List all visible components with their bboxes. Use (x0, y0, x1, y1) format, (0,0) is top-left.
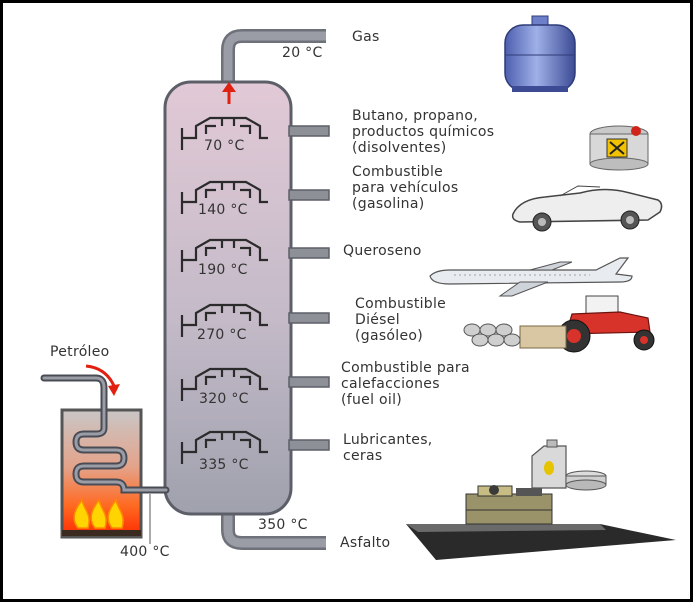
car-icon (511, 185, 663, 232)
bottom-outlet-pipe (221, 500, 326, 550)
gas-cylinder-icon (504, 15, 576, 92)
bubble-cap-tray (180, 367, 268, 401)
feed-coil (40, 374, 170, 494)
product-label-lubricants: Lubricantes, ceras (343, 432, 433, 464)
tray-temp-label: 70 °C (204, 138, 245, 154)
tray-group (180, 116, 268, 464)
top-outlet-pipe (221, 29, 326, 86)
bubble-cap-tray (180, 180, 268, 214)
bubble-cap-tray (180, 116, 268, 150)
feed-arrow-icon (85, 364, 120, 396)
product-label-butane: Butano, propano, productos químicos (dis… (352, 108, 495, 156)
product-label-asphalt: Asfalto (340, 535, 391, 551)
tray-temp-label: 320 °C (199, 391, 249, 407)
solvent-can-icon (589, 125, 649, 171)
tractor-icon (463, 295, 655, 353)
tray-temp-label: 270 °C (197, 327, 247, 343)
product-label-kerosene: Queroseno (343, 243, 422, 259)
top-temp-label: 20 °C (282, 45, 323, 61)
bubble-cap-tray (180, 303, 268, 337)
tray-temp-label: 335 °C (199, 457, 249, 473)
side-outlet-pipes (288, 125, 330, 451)
road-paver-icon (406, 485, 676, 560)
flame-icon (73, 498, 124, 529)
bubble-cap-tray (180, 430, 268, 464)
tray-temp-label: 140 °C (198, 202, 248, 218)
feed-label: Petróleo (50, 344, 110, 360)
oil-canister-icon (531, 439, 607, 491)
airplane-icon (429, 257, 633, 297)
product-label-gasoline: Combustible para vehículos (gasolina) (352, 164, 459, 212)
product-label-gas: Gas (352, 29, 380, 45)
vapor-arrow-icon (222, 82, 236, 104)
product-label-diesel: Combustible Diésel (gasóleo) (355, 296, 447, 344)
furnace-temp-label: 400 °C (120, 544, 170, 560)
product-label-fuel-oil: Combustible para calefacciones (fuel oil… (341, 360, 470, 408)
tray-temp-label: 190 °C (198, 262, 248, 278)
bottom-temp-label: 350 °C (258, 517, 308, 533)
bubble-cap-tray (180, 238, 268, 272)
